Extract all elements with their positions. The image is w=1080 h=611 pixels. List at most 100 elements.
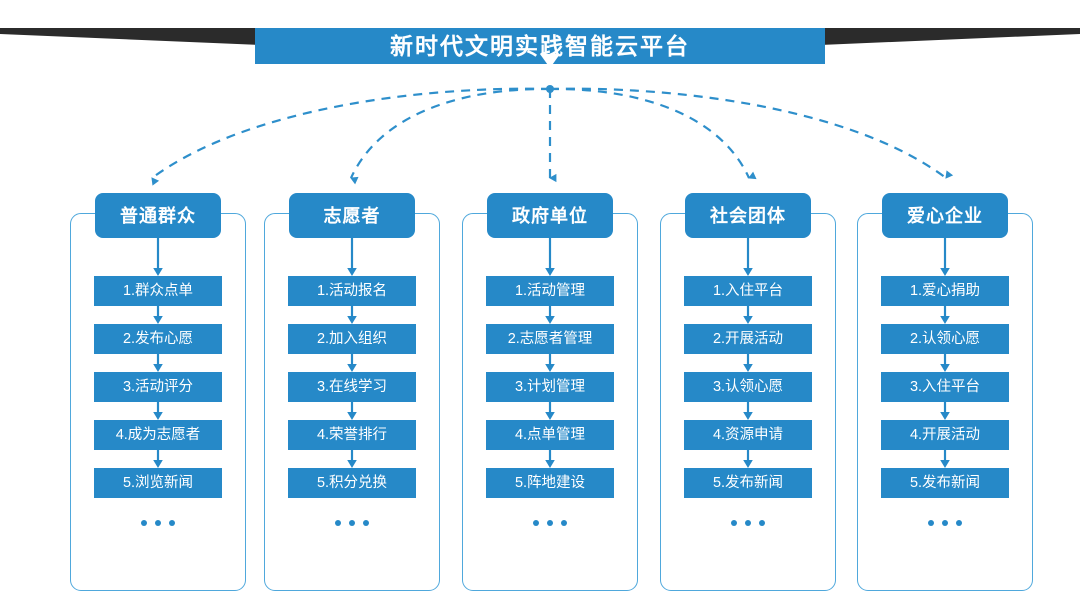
flow-item[interactable]: 1.群众点单 xyxy=(94,276,222,306)
flow-item[interactable]: 4.资源申请 xyxy=(684,420,812,450)
platform-title-bar: 新时代文明实践智能云平台 xyxy=(255,28,825,64)
flow-item[interactable]: 5.阵地建设 xyxy=(486,468,614,498)
flow-arrow-icon xyxy=(153,238,163,276)
column-group-4[interactable]: 社会团体 1.入住平台 2.开展活动 3.认领心愿 4.资源申请 5.发布新闻 xyxy=(660,193,836,591)
flow-item-label: 4.荣誉排行 xyxy=(316,426,388,443)
column-flow-list: 1.活动报名 2.加入组织 3.在线学习 4.荣誉排行 5.积分兑换 xyxy=(288,238,416,526)
column-header-4[interactable]: 社会团体 xyxy=(685,193,811,238)
flow-arrow-icon xyxy=(545,238,555,276)
connector-to-column-2 xyxy=(349,87,551,185)
ellipsis-dot xyxy=(335,520,341,526)
flow-item[interactable]: 1.活动管理 xyxy=(486,276,614,306)
flow-arrow-icon xyxy=(940,238,950,276)
column-group-3[interactable]: 政府单位 1.活动管理 2.志愿者管理 3.计划管理 4.点单管理 5.阵地建设 xyxy=(462,193,638,591)
column-header-label: 政府单位 xyxy=(512,205,588,226)
ellipsis-dot xyxy=(155,520,161,526)
flow-arrow-icon xyxy=(545,354,555,372)
flow-item[interactable]: 3.入住平台 xyxy=(881,372,1009,402)
column-header-label: 志愿者 xyxy=(323,205,381,226)
flow-arrow-icon xyxy=(347,402,357,420)
flow-item[interactable]: 2.开展活动 xyxy=(684,324,812,354)
flow-item[interactable]: 1.爱心捐助 xyxy=(881,276,1009,306)
column-header-3[interactable]: 政府单位 xyxy=(487,193,613,238)
column-flow-list: 1.群众点单 2.发布心愿 3.活动评分 4.成为志愿者 5.浏览新闻 xyxy=(94,238,222,526)
column-header-5[interactable]: 爱心企业 xyxy=(882,193,1008,238)
flow-item[interactable]: 1.活动报名 xyxy=(288,276,416,306)
ellipsis-dot xyxy=(745,520,751,526)
flow-arrow-icon xyxy=(743,402,753,420)
flow-item-label: 3.入住平台 xyxy=(909,378,981,395)
flow-item-label: 2.志愿者管理 xyxy=(507,330,593,347)
flow-arrow-icon xyxy=(347,306,357,324)
ellipsis-dot xyxy=(561,520,567,526)
connector-to-column-4 xyxy=(549,87,757,180)
flow-item[interactable]: 2.加入组织 xyxy=(288,324,416,354)
column-flow-list: 1.爱心捐助 2.认领心愿 3.入住平台 4.开展活动 5.发布新闻 xyxy=(881,238,1009,526)
column-group-5[interactable]: 爱心企业 1.爱心捐助 2.认领心愿 3.入住平台 4.开展活动 5.发布新闻 xyxy=(857,193,1033,591)
flow-item-label: 1.活动管理 xyxy=(514,282,586,299)
flow-item-label: 2.发布心愿 xyxy=(122,330,194,347)
flow-item[interactable]: 5.发布新闻 xyxy=(881,468,1009,498)
flow-arrow-icon xyxy=(545,402,555,420)
flow-arrow-icon xyxy=(940,354,950,372)
column-header-label: 爱心企业 xyxy=(907,205,983,226)
column-header-1[interactable]: 普通群众 xyxy=(95,193,221,238)
flow-item[interactable]: 2.志愿者管理 xyxy=(486,324,614,354)
connector-to-column-5 xyxy=(549,87,954,179)
flow-arrow-icon xyxy=(743,450,753,468)
ellipsis-dot xyxy=(141,520,147,526)
ellipsis-dot xyxy=(349,520,355,526)
flow-arrow-icon xyxy=(545,306,555,324)
flow-item-label: 4.开展活动 xyxy=(909,426,981,443)
flow-arrow-icon xyxy=(347,450,357,468)
flow-item[interactable]: 1.入住平台 xyxy=(684,276,812,306)
flow-arrow-icon xyxy=(347,238,357,276)
ellipsis-dot xyxy=(731,520,737,526)
flow-item-label: 3.活动评分 xyxy=(122,378,194,395)
flow-item-label: 5.发布新闻 xyxy=(909,474,981,491)
ellipsis-dot xyxy=(533,520,539,526)
flow-item-label: 2.加入组织 xyxy=(316,330,388,347)
flow-arrow-icon xyxy=(153,306,163,324)
flow-item[interactable]: 3.计划管理 xyxy=(486,372,614,402)
flow-item-label: 4.成为志愿者 xyxy=(115,426,201,443)
flow-item[interactable]: 3.在线学习 xyxy=(288,372,416,402)
flow-item-label: 2.开展活动 xyxy=(712,330,784,347)
title-banner: 新时代文明实践智能云平台 xyxy=(0,0,1080,95)
flow-arrow-icon xyxy=(347,354,357,372)
column-group-1[interactable]: 普通群众 1.群众点单 2.发布心愿 3.活动评分 4.成为志愿者 5.浏览新闻 xyxy=(70,193,246,591)
more-items-ellipsis xyxy=(928,520,962,526)
flow-item[interactable]: 5.积分兑换 xyxy=(288,468,416,498)
flow-item-label: 1.爱心捐助 xyxy=(909,282,981,299)
flow-item-label: 3.计划管理 xyxy=(514,378,586,395)
flow-item[interactable]: 5.发布新闻 xyxy=(684,468,812,498)
column-header-label: 社会团体 xyxy=(710,205,786,226)
connector-to-column-1 xyxy=(151,87,551,186)
flow-item[interactable]: 3.活动评分 xyxy=(94,372,222,402)
flow-item-label: 1.群众点单 xyxy=(122,282,194,299)
column-header-label: 普通群众 xyxy=(120,205,196,226)
flow-item[interactable]: 3.认领心愿 xyxy=(684,372,812,402)
flow-item-label: 4.点单管理 xyxy=(514,426,586,443)
flow-arrow-icon xyxy=(940,450,950,468)
flow-item[interactable]: 2.发布心愿 xyxy=(94,324,222,354)
flow-arrow-icon xyxy=(153,354,163,372)
flow-arrow-icon xyxy=(743,306,753,324)
flow-item-label: 5.浏览新闻 xyxy=(122,474,194,491)
flow-item[interactable]: 4.开展活动 xyxy=(881,420,1009,450)
ellipsis-dot xyxy=(547,520,553,526)
flow-item[interactable]: 2.认领心愿 xyxy=(881,324,1009,354)
column-header-2[interactable]: 志愿者 xyxy=(289,193,415,238)
flow-item-label: 3.在线学习 xyxy=(316,378,388,395)
flow-item[interactable]: 5.浏览新闻 xyxy=(94,468,222,498)
flow-item[interactable]: 4.荣誉排行 xyxy=(288,420,416,450)
flow-item-label: 1.入住平台 xyxy=(712,282,784,299)
column-group-2[interactable]: 志愿者 1.活动报名 2.加入组织 3.在线学习 4.荣誉排行 5.积分兑换 xyxy=(264,193,440,591)
flow-arrow-icon xyxy=(940,402,950,420)
flow-arrow-icon xyxy=(545,450,555,468)
flow-arrow-icon xyxy=(153,402,163,420)
flow-item[interactable]: 4.点单管理 xyxy=(486,420,614,450)
more-items-ellipsis xyxy=(533,520,567,526)
flow-item[interactable]: 4.成为志愿者 xyxy=(94,420,222,450)
